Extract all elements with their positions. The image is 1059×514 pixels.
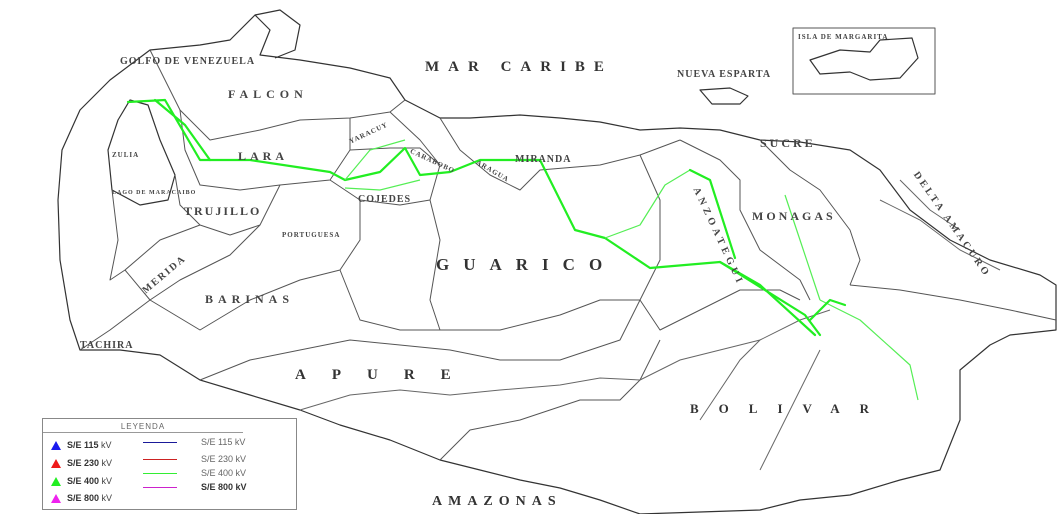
triangle-icon (51, 476, 61, 486)
label-golfo: GOLFO DE VENEZUELA (120, 56, 256, 67)
legend-substation-230: S/E 230 kV (51, 457, 112, 469)
legend: LEYENDA S/E 115 kV S/E 230 kV S/E 400 kV… (42, 418, 297, 510)
inset-box (792, 27, 936, 95)
legend-sub-unit: kV (101, 440, 112, 450)
label-sucre: SUCRE (760, 136, 816, 150)
legend-line-label-800: S/E 800 kV (201, 482, 247, 492)
label-trujillo: TRUJILLO (184, 204, 262, 218)
legend-substation-115: S/E 115 kV (51, 439, 112, 451)
label-apure: APURE (295, 367, 477, 383)
legend-substation-800: S/E 800 kV (51, 492, 112, 504)
label-monagas: MONAGAS (752, 209, 836, 223)
label-portuguesa: PORTUGUESA (282, 231, 341, 239)
margarita-outline (699, 87, 749, 105)
country-outline (57, 14, 1057, 514)
legend-line-label-400: S/E 400 kV (201, 468, 247, 478)
label-amazonas: AMAZONAS (432, 494, 562, 509)
lake-maracaibo (107, 99, 176, 206)
transmission-lines-400kv (126, 98, 919, 401)
legend-line-230 (143, 459, 177, 460)
legend-line-label-115: S/E 115 kV (201, 437, 246, 447)
triangle-icon (51, 458, 61, 468)
legend-sub-label: S/E 800 (67, 493, 100, 503)
rivers (299, 179, 1001, 471)
label-lago: LAGO DE MARACAIBO (112, 190, 197, 196)
triangle-icon (51, 493, 61, 503)
legend-line-label-230: S/E 230 kV (201, 454, 247, 464)
label-falcon: FALCON (228, 87, 308, 101)
legend-sub-label: S/E 230 (67, 458, 100, 468)
legend-sub-unit: kV (101, 458, 113, 468)
triangle-icon (51, 440, 61, 450)
legend-sub-label: S/E 115 (67, 440, 99, 450)
legend-line-115 (143, 442, 177, 443)
legend-sub-label: S/E 400 (67, 476, 100, 486)
label-bolivar: BOLIVAR (690, 401, 890, 416)
label-cojedes: COJEDES (358, 194, 412, 205)
legend-line-400 (143, 473, 177, 474)
label-guarico: GUARICO (436, 255, 617, 274)
label-nueva-esparta: NUEVA ESPARTA (677, 69, 772, 80)
legend-sub-unit: kV (101, 493, 113, 503)
legend-substation-400: S/E 400 kV (51, 475, 112, 487)
inset-island (809, 37, 919, 81)
label-tachira: TACHIRA (80, 340, 134, 351)
label-zulia: ZULIA (112, 151, 140, 159)
paraguana-peninsula (254, 9, 301, 59)
label-isla-margarita: ISLA DE MARGARITA (798, 33, 889, 41)
legend-sub-unit: kV (101, 476, 113, 486)
label-mar-caribe: MAR CARIBE (425, 59, 613, 75)
label-miranda: MIRANDA (515, 154, 572, 165)
label-barinas: BARINAS (205, 292, 295, 306)
legend-title: LEYENDA (43, 422, 243, 433)
legend-line-800 (143, 487, 177, 488)
label-lara: LARA (238, 149, 289, 163)
